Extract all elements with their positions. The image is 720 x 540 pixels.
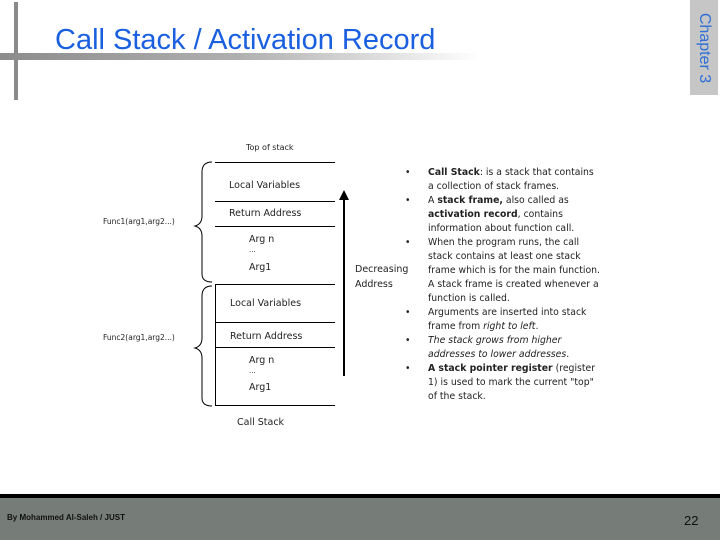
arrow-up-icon	[339, 190, 349, 376]
arrow-label-decreasing: Decreasing	[355, 264, 409, 275]
bullet-text: .	[566, 349, 570, 360]
bullet-text: A	[428, 195, 438, 206]
frame2-return-address: Return Address	[230, 331, 303, 342]
bullet-text: A stack pointer register	[428, 363, 553, 374]
frame2-arg-n: Arg n	[249, 355, 275, 366]
brace-icon	[193, 285, 213, 407]
frame1-arg-1: Arg1	[249, 262, 272, 273]
footer-divider	[0, 494, 720, 498]
frame-line	[215, 162, 335, 163]
frame2-local-variables: Local Variables	[230, 298, 302, 309]
bullet-text: When the program runs, the call stack co…	[428, 237, 601, 304]
frame-line	[215, 226, 335, 227]
func2-label: Func2(arg1,arg2...)	[103, 333, 175, 342]
footer-author: By Mohammed Al-Saleh / JUST	[7, 513, 125, 522]
frame-line	[215, 347, 335, 348]
bullet-text: Arguments are inserted into stack frame …	[428, 307, 587, 332]
bullet-item: The stack grows from higher addresses to…	[402, 334, 602, 362]
frame2-dots: ...	[249, 367, 256, 375]
bullet-text: right to left	[483, 321, 536, 332]
bullet-text: activation record	[428, 209, 518, 220]
footer: By Mohammed Al-Saleh / JUST 22	[0, 498, 720, 540]
bullet-text: stack frame,	[437, 195, 503, 206]
bullet-item: A stack pointer register (register 1) is…	[402, 362, 602, 404]
decor-title-underline	[0, 53, 480, 60]
frame1-arg-n: Arg n	[249, 234, 275, 245]
bullet-text: (register 1) is used to mark the current…	[428, 363, 596, 402]
bullet-item: When the program runs, the call stack co…	[402, 236, 602, 306]
bullet-text: , contains information about function ca…	[428, 209, 575, 234]
bullet-text: Call Stack	[428, 167, 480, 178]
bullet-item: Call Stack: is a stack that contains a c…	[402, 166, 602, 194]
call-stack-label: Call Stack	[237, 417, 285, 428]
brace-icons	[193, 161, 213, 407]
frame-line	[215, 284, 335, 285]
frame-line	[215, 201, 335, 202]
frame1-return-address: Return Address	[229, 208, 302, 219]
frame1-local-variables: Local Variables	[229, 180, 301, 191]
bullet-text: .	[535, 321, 539, 332]
frame2-arg-1: Arg1	[249, 382, 272, 393]
frame1-dots: ...	[249, 246, 256, 254]
frame-border	[215, 284, 216, 405]
bullet-text: The stack grows from higher addresses to…	[428, 335, 567, 360]
page-number: 22	[684, 513, 699, 528]
frame-line	[215, 322, 335, 323]
bullet-item: A stack frame, also called as activation…	[402, 194, 602, 236]
top-of-stack-label: Top of stack	[246, 143, 294, 152]
chapter-label: Chapter 3	[696, 12, 713, 83]
arrow-label-address: Address	[355, 279, 393, 290]
bullet-list: Call Stack: is a stack that contains a c…	[402, 166, 602, 404]
frame-line	[215, 405, 335, 406]
bullet-text: also called as	[502, 195, 569, 206]
bullet-text: : is a stack that contains a collection …	[428, 167, 594, 192]
func1-label: Func1(arg1,arg2...)	[103, 217, 175, 226]
brace-icon	[193, 161, 213, 283]
chapter-tab: Chapter 3	[690, 0, 718, 95]
decor-vertical-bar	[14, 2, 18, 100]
bullet-item: Arguments are inserted into stack frame …	[402, 306, 602, 334]
slide-title: Call Stack / Activation Record	[55, 24, 436, 56]
